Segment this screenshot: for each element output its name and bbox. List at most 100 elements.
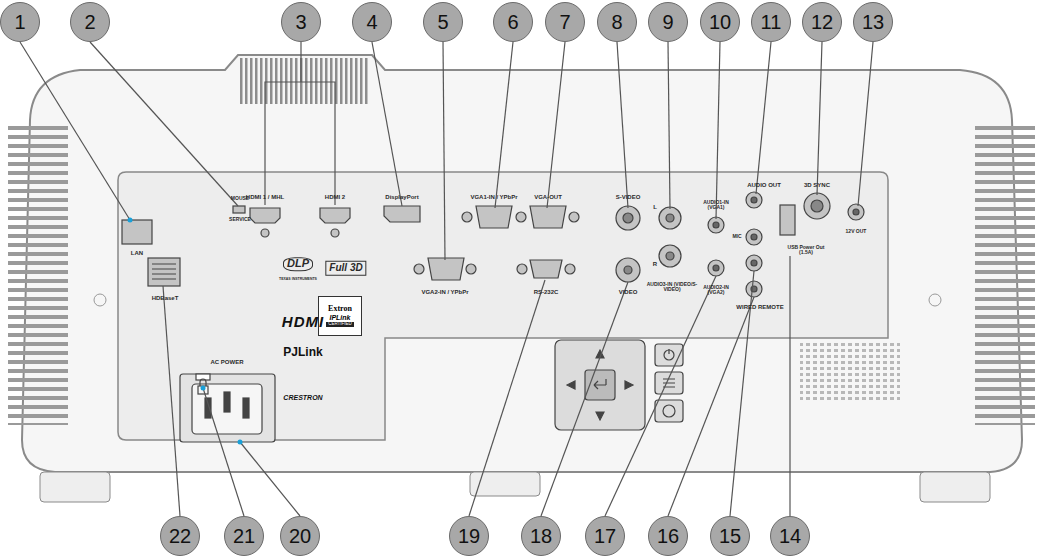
callout-circle: 5	[423, 2, 463, 42]
keypad	[663, 405, 675, 417]
leader-line	[163, 286, 180, 516]
port-symbols	[224, 392, 230, 412]
port-symbols	[780, 205, 795, 235]
projector-body	[800, 340, 900, 400]
callout-circle: 6	[493, 2, 533, 42]
port-label: HDMI	[282, 314, 324, 330]
logo-box: ExtronIPLinkCERTIFIED	[318, 296, 362, 336]
callout-number: 12	[811, 11, 833, 34]
port-label: HDMI 1 / MHL	[246, 194, 284, 200]
port-symbols	[122, 220, 152, 244]
callout-circle: 19	[449, 516, 489, 556]
port-symbols	[708, 260, 724, 276]
port-symbols	[476, 206, 512, 228]
callout-number: 10	[709, 11, 731, 34]
callout-number: 5	[437, 11, 448, 34]
port-symbols	[331, 229, 339, 237]
callout-number: 19	[458, 525, 480, 548]
port-label: DisplayPort	[385, 194, 418, 200]
callout-number: 18	[530, 525, 552, 548]
port-label: HDMI 2	[325, 194, 345, 200]
callout-circle: 8	[597, 2, 637, 42]
leader-line	[495, 42, 513, 208]
leader-line	[240, 442, 300, 516]
leader-line	[90, 42, 238, 206]
port-symbols	[623, 213, 633, 223]
leader-line	[817, 42, 822, 195]
projector-body	[8, 125, 68, 425]
projector-body	[240, 58, 370, 104]
callout-circle: 20	[280, 516, 320, 556]
port-label: RS-232C	[534, 289, 559, 295]
callout-circle: 21	[224, 516, 264, 556]
callout-circle: 17	[585, 516, 625, 556]
callout-circle: 13	[853, 2, 893, 42]
callout-number: 3	[295, 11, 306, 34]
port-label: AUDIO OUT	[747, 182, 781, 188]
leader-line	[469, 280, 545, 516]
port-symbols	[530, 260, 562, 278]
port-symbols	[751, 234, 757, 240]
port-symbols	[152, 264, 176, 279]
port-symbols	[751, 260, 757, 266]
callout-number: 11	[761, 11, 782, 34]
port-symbols	[666, 214, 674, 222]
port-symbols	[616, 258, 640, 282]
leader-line	[265, 42, 335, 205]
keypad	[655, 372, 683, 394]
port-symbols	[516, 212, 526, 222]
port-symbols	[751, 197, 757, 203]
keypad	[567, 350, 633, 420]
leader-line	[858, 42, 873, 206]
port-symbols	[565, 264, 575, 274]
port-label: AUDIO2-IN (VGA2)	[696, 285, 736, 296]
leader-dot	[238, 440, 243, 445]
keypad	[668, 349, 669, 354]
callout-number: 4	[366, 11, 377, 34]
port-label: USB Power Out (1.5A)	[785, 245, 827, 256]
port-symbols	[708, 217, 724, 233]
leader-line	[716, 42, 720, 219]
port-symbols	[853, 209, 859, 215]
port-symbols	[466, 264, 476, 274]
port-symbols	[233, 206, 245, 213]
callout-circle: 18	[521, 516, 561, 556]
leader-line	[617, 42, 628, 208]
port-symbols	[250, 208, 280, 223]
port-label: 12V OUT	[845, 229, 867, 234]
callout-number: 7	[559, 11, 570, 34]
port-label: WIRED REMOTE	[736, 304, 783, 310]
port-symbols	[616, 206, 640, 230]
port-symbols	[666, 252, 674, 260]
callout-number: 15	[719, 525, 741, 548]
port-label: VGA2-IN / YPbPr	[421, 289, 468, 295]
port-label: VGA-OUT	[534, 194, 562, 200]
port-label: PJLink	[283, 346, 322, 359]
port-symbols	[200, 379, 206, 386]
leader-line	[541, 282, 628, 516]
callout-number: 6	[507, 11, 518, 34]
port-symbols	[746, 255, 762, 271]
keypad	[555, 340, 683, 430]
port-symbols	[261, 229, 269, 237]
port-symbols	[192, 384, 262, 434]
port-symbols	[530, 206, 566, 228]
port-label: SERVICE	[229, 217, 251, 222]
port-label: AUDIO3-IN (VIDEO/S-VIDEO)	[641, 282, 703, 293]
port-symbols	[428, 258, 464, 280]
leader-dot	[201, 386, 206, 391]
projector-body	[975, 125, 1035, 425]
port-symbols	[148, 258, 180, 286]
leader-line	[203, 388, 244, 516]
callout-circle: 16	[648, 516, 688, 556]
port-label: TEXAS INSTRUMENTS	[279, 278, 317, 282]
callout-number: 17	[594, 525, 616, 548]
port-label: S-VIDEO	[616, 194, 641, 200]
leader-line	[668, 42, 670, 209]
leader-line	[605, 276, 716, 516]
callout-circle: 7	[545, 2, 585, 42]
port-symbols	[198, 386, 208, 394]
port-symbols	[811, 200, 823, 212]
